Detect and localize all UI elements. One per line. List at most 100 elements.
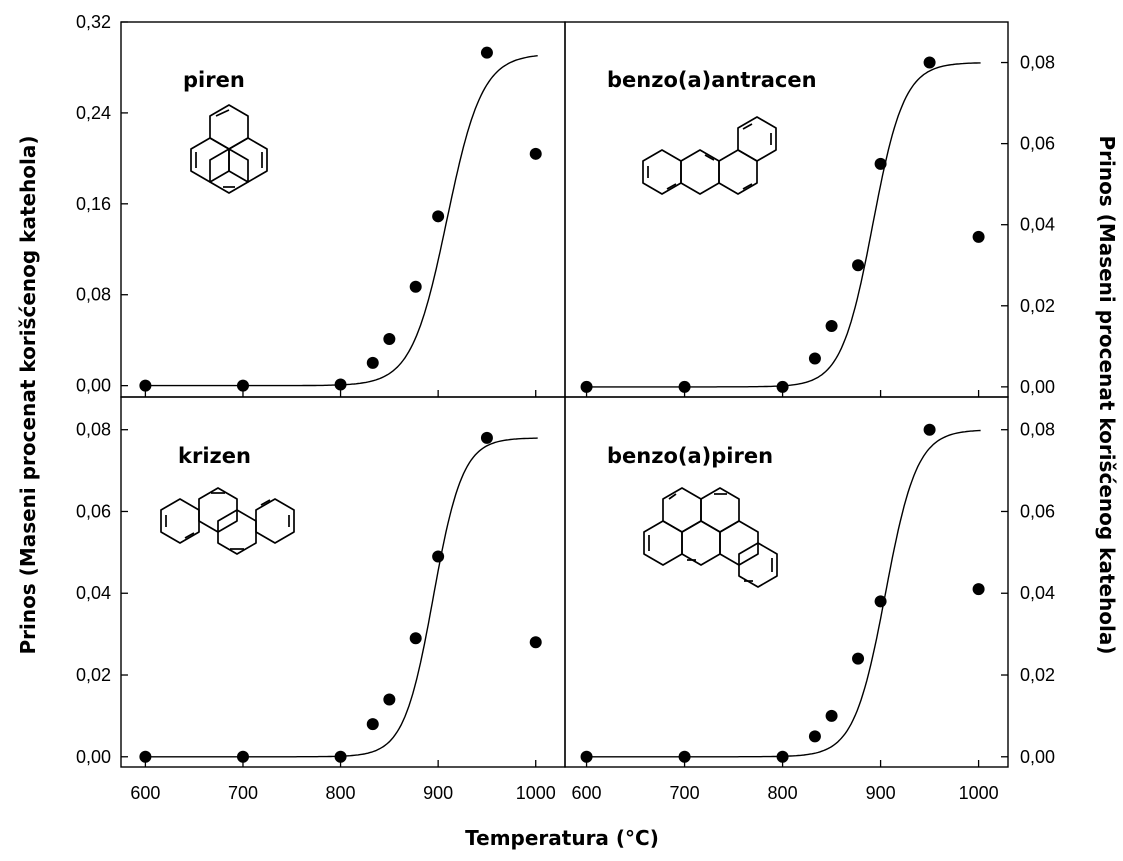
krizen-structure-icon	[160, 487, 295, 555]
benzo-a-piren-structure-icon	[643, 487, 778, 588]
x-tick-label: 700	[228, 783, 258, 803]
x-tick-label: 600	[572, 783, 602, 803]
y-tick-label: 0,04	[1020, 215, 1055, 235]
data-point	[852, 259, 865, 272]
data-point	[366, 718, 379, 731]
data-point	[580, 750, 593, 763]
panel-title: piren	[183, 68, 245, 92]
x-tick-labels: 600 700 800 900 1000	[572, 783, 999, 803]
panel-benzo-a-antracen: 0,00 0,02 0,04 0,06 0,08 benzo(a)antracen	[564, 21, 1055, 398]
plot-frame	[564, 396, 1009, 768]
data-point	[678, 750, 691, 763]
data-point	[808, 730, 821, 743]
data-points	[139, 431, 542, 763]
y-tick-label: 0,00	[76, 747, 111, 767]
y-tick-label: 0,08	[76, 420, 111, 440]
fitted-curve	[145, 55, 538, 387]
data-point	[825, 709, 838, 722]
y-tick-labels: 0,00 0,02 0,04 0,06 0,08	[76, 420, 111, 767]
y-tick-labels: 0,00 0,08 0,16 0,24 0,32	[76, 12, 111, 396]
data-point	[972, 230, 985, 243]
y-tick-label: 0,02	[76, 665, 111, 685]
y-tick-label: 0,06	[1020, 134, 1055, 154]
data-point	[825, 320, 838, 333]
data-point	[409, 280, 422, 293]
x-tick-label: 700	[670, 783, 700, 803]
y-tick-label: 0,08	[1020, 420, 1055, 440]
data-point	[678, 380, 691, 393]
data-point	[776, 750, 789, 763]
data-point	[874, 595, 887, 608]
data-points	[580, 56, 985, 393]
tick-marks	[121, 429, 537, 767]
tick-marks	[121, 21, 537, 397]
y-tick-label: 0,04	[1020, 583, 1055, 603]
panel-piren: 0,00 0,08 0,16 0,24 0,32 piren	[76, 12, 566, 398]
x-tick-label: 900	[866, 783, 896, 803]
data-point	[580, 380, 593, 393]
fitted-curve	[145, 437, 538, 758]
y-tick-label: 0,00	[1020, 747, 1055, 767]
y-axis-label-left: Prinos (Maseni procenat korišćenog kateh…	[16, 135, 40, 654]
data-point	[808, 352, 821, 365]
data-point	[366, 356, 379, 369]
panel-title: benzo(a)antracen	[607, 68, 817, 92]
panel-title: krizen	[178, 444, 251, 468]
tick-marks	[585, 429, 1008, 767]
panel-title: benzo(a)piren	[607, 444, 773, 468]
fitted-curve	[586, 62, 981, 388]
data-point	[923, 56, 936, 69]
y-tick-label: 0,32	[76, 12, 111, 32]
y-tick-label: 0,00	[76, 376, 111, 396]
panel-krizen: 0,00 0,02 0,04 0,06 0,08 600 700 800 900 1000 kr…	[76, 396, 566, 803]
data-point	[776, 380, 789, 393]
data-points	[580, 423, 985, 763]
x-tick-label: 800	[326, 783, 356, 803]
y-tick-label: 0,16	[76, 194, 111, 214]
tick-marks	[585, 61, 1008, 397]
data-point	[529, 636, 542, 649]
data-point	[409, 632, 422, 645]
y-axis-label-right: Prinos (Maseni procenat korišćenog kateh…	[1095, 135, 1119, 654]
data-point	[383, 333, 396, 346]
data-points	[139, 46, 542, 392]
y-tick-label: 0,06	[1020, 501, 1055, 521]
data-point	[480, 46, 493, 59]
y-tick-label: 0,04	[76, 583, 111, 603]
data-point	[529, 147, 542, 160]
y-tick-label: 0,00	[1020, 377, 1055, 397]
x-tick-label: 900	[423, 783, 453, 803]
y-tick-label: 0,08	[1020, 53, 1055, 73]
x-tick-label: 600	[130, 783, 160, 803]
data-point	[432, 210, 445, 223]
pyrene-structure-icon	[190, 104, 268, 194]
data-point	[923, 423, 936, 436]
data-point	[432, 550, 445, 563]
data-point	[334, 750, 347, 763]
x-tick-labels: 600 700 800 900 1000	[130, 783, 555, 803]
y-tick-labels: 0,00 0,02 0,04 0,06 0,08	[1020, 420, 1055, 767]
data-point	[139, 379, 152, 392]
panel-benzo-a-piren: 0,00 0,02 0,04 0,06 0,08 600 700 800 900 1000 be…	[564, 396, 1055, 803]
x-tick-label: 1000	[959, 783, 999, 803]
data-point	[236, 750, 249, 763]
data-point	[383, 693, 396, 706]
data-point	[480, 431, 493, 444]
data-point	[139, 750, 152, 763]
x-tick-label: 800	[768, 783, 798, 803]
y-tick-label: 0,06	[76, 501, 111, 521]
data-point	[236, 379, 249, 392]
y-tick-labels: 0,00 0,02 0,04 0,06 0,08	[1020, 53, 1055, 397]
y-tick-label: 0,02	[1020, 296, 1055, 316]
y-tick-label: 0,08	[76, 285, 111, 305]
data-point	[874, 157, 887, 170]
x-tick-label: 1000	[516, 783, 556, 803]
data-point	[972, 583, 985, 596]
y-tick-label: 0,24	[76, 103, 111, 123]
y-tick-label: 0,02	[1020, 665, 1055, 685]
fitted-curve	[586, 429, 981, 758]
data-point	[334, 378, 347, 391]
data-point	[852, 652, 865, 665]
x-axis-label: Temperatura (°C)	[465, 826, 659, 850]
